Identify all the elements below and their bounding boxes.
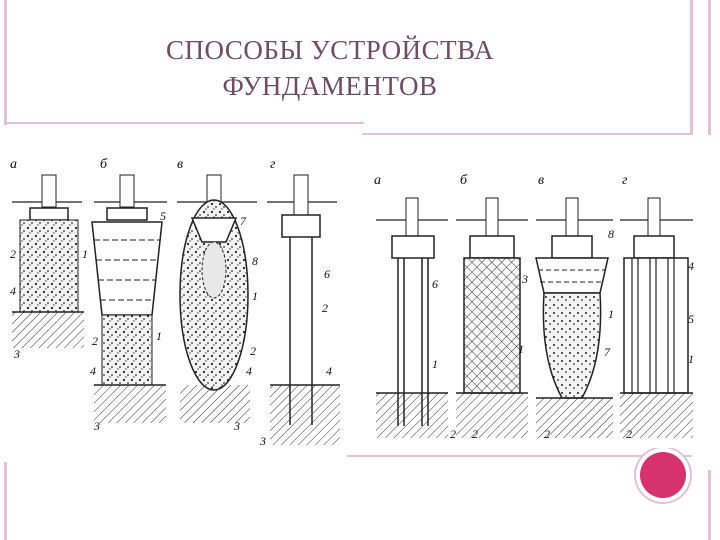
frame-top-left-vertical: [4, 0, 7, 125]
right-label-a: а: [374, 173, 381, 188]
right-variant-a: [376, 197, 448, 438]
right-callouts: 6 1 2 3 1 2 8 1 7 2 4 5 1 2: [432, 227, 694, 441]
left-callout-8v: 8: [252, 254, 258, 268]
left-callout-6g: 6: [324, 267, 330, 281]
right-callout-1a: 1: [432, 357, 438, 371]
right-callout-4g: 4: [688, 259, 694, 273]
right-callout-7v: 7: [604, 345, 611, 359]
left-callout-7v: 7: [240, 214, 247, 228]
left-callout-4a: 4: [10, 284, 16, 298]
left-variant-g: [270, 174, 340, 445]
frame-bottom-right-vertical: [708, 470, 711, 540]
right-callout-6a: 6: [432, 277, 438, 291]
left-callout-3b: 3: [93, 419, 100, 433]
left-callout-1b: 1: [156, 329, 162, 343]
right-callout-2a: 2: [450, 427, 456, 441]
right-foundation-diagram: а б в г 6 1 2 3 1 2 8 1 7 2 4 5 1 2: [368, 158, 698, 448]
right-diagram-svg: а б в г 6 1 2 3 1 2 8 1 7 2 4 5 1 2: [374, 173, 694, 441]
right-callout-2v: 2: [544, 427, 550, 441]
left-callout-2b: 2: [92, 334, 98, 348]
right-label-b: б: [460, 173, 468, 188]
frame-bottom-left-vertical: [4, 462, 7, 540]
right-callout-2b: 2: [472, 427, 478, 441]
frame-bottom-right-horizontal: [340, 455, 692, 457]
right-callout-5g: 5: [688, 312, 694, 326]
left-diagram-svg: а б в г 2 1 4 3 5 1 2 4 3 7 8 1 2 4 3 6 …: [10, 157, 340, 448]
right-callout-1v: 1: [608, 307, 614, 321]
frame-top-left-horizontal: [4, 122, 364, 124]
right-variant-v: [535, 197, 613, 438]
slide-title-line-1: СПОСОБЫ УСТРОЙСТВА: [166, 35, 494, 65]
right-variant-b: [456, 197, 528, 438]
left-label-b: б: [100, 157, 108, 172]
left-label-v: в: [177, 157, 183, 172]
right-callout-8v: 8: [608, 227, 614, 241]
accent-dot: [640, 452, 686, 498]
left-callout-2a: 2: [10, 247, 16, 261]
frame-right-horizontal: [362, 133, 692, 135]
left-callout-1v: 1: [252, 289, 258, 303]
slide-title: СПОСОБЫ УСТРОЙСТВА ФУНДАМЕНТОВ: [110, 32, 550, 104]
left-callout-3v: 3: [233, 419, 240, 433]
right-label-g: г: [622, 173, 628, 188]
left-variant-a: [12, 174, 84, 348]
right-label-v: в: [538, 173, 544, 188]
left-foundation-diagram: а б в г 2 1 4 3 5 1 2 4 3 7 8 1 2 4 3 6 …: [2, 130, 347, 460]
left-callouts: 2 1 4 3 5 1 2 4 3 7 8 1 2 4 3 6 2 4 3: [10, 209, 332, 448]
left-callout-4v: 4: [246, 364, 252, 378]
left-callout-4b: 4: [90, 364, 96, 378]
left-callout-3a: 3: [13, 347, 20, 361]
left-label-a: а: [10, 157, 17, 172]
right-callout-1b: 1: [518, 342, 524, 356]
left-callout-5b: 5: [160, 209, 166, 223]
left-callout-4g: 4: [326, 364, 332, 378]
left-label-g: г: [270, 157, 276, 172]
left-callout-1a: 1: [82, 247, 88, 261]
frame-top-right-vertical-2: [708, 0, 711, 135]
left-callout-2g: 2: [322, 301, 328, 315]
left-variant-v: [179, 174, 250, 423]
right-variant-g: [620, 197, 693, 438]
right-callout-3b: 3: [521, 272, 528, 286]
left-callout-2v: 2: [250, 344, 256, 358]
left-callout-3g: 3: [259, 434, 266, 448]
right-callout-1g: 1: [688, 352, 694, 366]
frame-top-right-vertical: [690, 0, 693, 135]
slide-title-line-2: ФУНДАМЕНТОВ: [222, 71, 438, 101]
left-variant-b: [91, 174, 166, 423]
right-callout-2g: 2: [626, 427, 632, 441]
